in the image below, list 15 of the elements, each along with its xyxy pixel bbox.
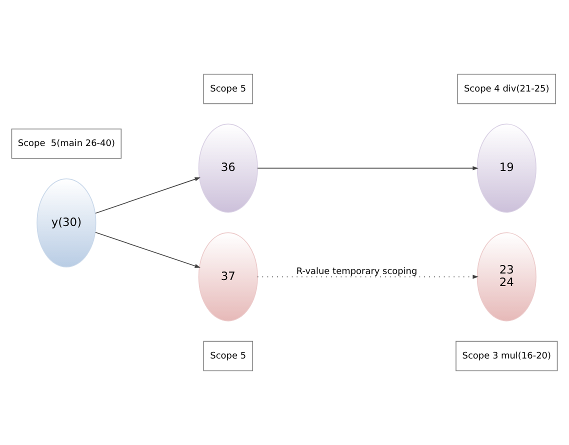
node-box: Scope 5 — [203, 74, 254, 104]
arrow — [95, 232, 201, 268]
node-box: Scope 5(main 26-40) — [11, 128, 122, 159]
arrow — [95, 177, 201, 214]
node-ellipse: 19 — [476, 124, 536, 213]
node-box: Scope 4 div(21-25) — [457, 74, 556, 104]
edge-label: R-value temporary scoping — [296, 267, 418, 278]
node-box: Scope 5 — [203, 340, 254, 372]
node-ellipse: 37 — [198, 232, 258, 322]
arrow — [257, 274, 478, 279]
node-ellipse: 36 — [198, 124, 258, 213]
node-ellipse: 23 24 — [476, 232, 536, 322]
arrow — [257, 166, 478, 170]
node-ellipse: y(30) — [36, 178, 96, 268]
node-box: Scope 3 mul(16-20) — [456, 340, 558, 372]
